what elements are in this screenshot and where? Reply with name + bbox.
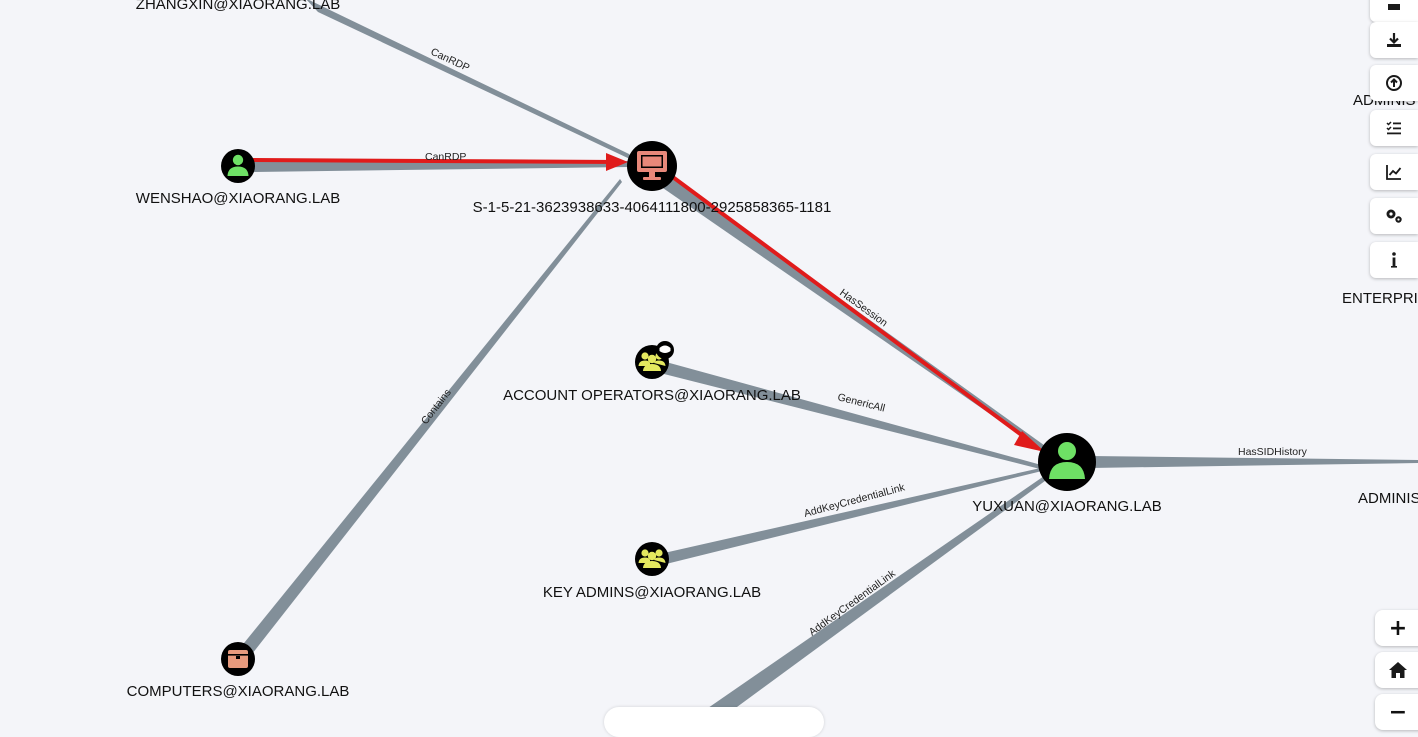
query-list-button[interactable] — [1370, 110, 1418, 146]
node-label-key-admins: KEY ADMINS@XIAORANG.LAB — [543, 584, 761, 601]
tier-zero-badge-icon — [656, 341, 674, 359]
edge-label-canrdp-wenshao: CanRDP — [425, 151, 466, 163]
node-label-account-operators: ACCOUNT OPERATORS@XIAORANG.LAB — [503, 387, 801, 404]
info-icon — [1391, 252, 1397, 268]
export-image-button[interactable] — [1370, 0, 1418, 22]
edge-canrdp-wenshao[interactable]: CanRDP — [252, 151, 630, 172]
graph-toolbar — [1370, 0, 1418, 290]
computer-icon — [637, 151, 667, 180]
folder-box-icon — [228, 650, 248, 668]
node-label-computers: COMPUTERS@XIAORANG.LAB — [127, 683, 350, 700]
download-icon — [1387, 33, 1401, 47]
info-button[interactable] — [1370, 242, 1418, 278]
group-icon — [638, 549, 666, 568]
node-zhangxin[interactable]: ZHANGXIN@XIAORANG.LAB — [136, 0, 340, 13]
reset-view-button[interactable] — [1375, 652, 1418, 688]
upload-button[interactable] — [1370, 65, 1418, 101]
image-export-icon — [1388, 4, 1400, 10]
node-label-admin-right: ADMINIS — [1358, 490, 1418, 507]
zoom-out-button[interactable]: − — [1375, 694, 1418, 730]
user-icon — [227, 154, 249, 176]
node-wenshao[interactable]: WENSHAO@XIAORANG.LAB — [136, 149, 340, 207]
edge-label-contains: Contains — [419, 387, 454, 427]
node-computers[interactable]: COMPUTERS@XIAORANG.LAB — [127, 642, 350, 700]
zoom-in-button[interactable]: + — [1375, 610, 1418, 646]
node-computer[interactable]: S-1-5-21-3623938633-4064111800-292585836… — [473, 141, 832, 216]
node-label-zhangxin: ZHANGXIN@XIAORANG.LAB — [136, 0, 340, 13]
edge-contains[interactable]: Contains — [240, 179, 622, 654]
analysis-chart-button[interactable] — [1370, 154, 1418, 190]
settings-icon — [1386, 209, 1402, 223]
home-icon — [1389, 662, 1407, 678]
node-label-wenshao: WENSHAO@XIAORANG.LAB — [136, 190, 340, 207]
graph-canvas[interactable]: CanRDP CanRDP Contains HasSession Generi… — [0, 0, 1418, 714]
node-yuxuan[interactable]: YUXUAN@XIAORANG.LAB — [972, 433, 1162, 515]
node-label-computer: S-1-5-21-3623938633-4064111800-292585836… — [473, 199, 832, 216]
zoom-in-label: + — [1388, 615, 1408, 641]
user-icon — [1049, 442, 1085, 479]
node-account-operators[interactable]: ACCOUNT OPERATORS@XIAORANG.LAB — [503, 341, 801, 404]
settings-button[interactable] — [1370, 198, 1418, 234]
node-label-enterprise: ENTERPRIS — [1342, 290, 1418, 307]
node-label-yuxuan: YUXUAN@XIAORANG.LAB — [972, 498, 1161, 515]
download-button[interactable] — [1370, 22, 1418, 58]
chart-icon — [1386, 165, 1402, 180]
edge-genericall[interactable]: GenericAll — [664, 362, 1045, 470]
bottom-search-bar[interactable] — [604, 707, 824, 737]
zoom-out-label: − — [1388, 699, 1408, 725]
upload-icon — [1386, 75, 1402, 91]
edge-label-hassidhistory: HasSIDHistory — [1238, 446, 1308, 458]
edge-label-addkey-2: AddKeyCredentialLink — [807, 567, 899, 638]
checklist-icon — [1386, 121, 1401, 135]
edge-hassidhistory[interactable]: HasSIDHistory — [1090, 446, 1418, 468]
node-key-admins[interactable]: KEY ADMINS@XIAORANG.LAB — [543, 542, 761, 601]
edge-canrdp-zhangxin[interactable]: CanRDP — [305, 0, 632, 160]
